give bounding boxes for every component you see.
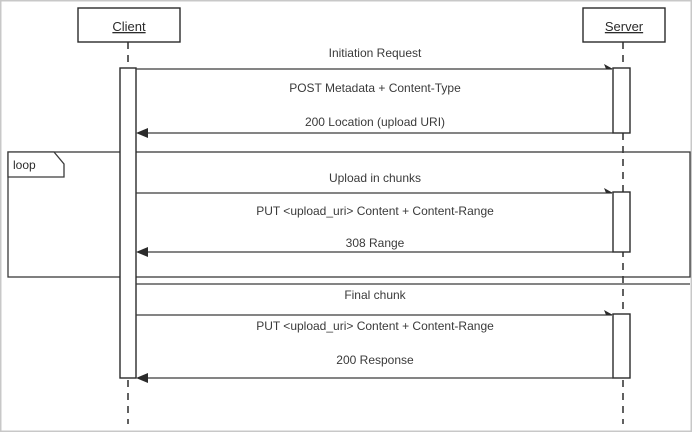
participant-label-client: Client bbox=[112, 19, 146, 34]
loop-fragment-label: loop bbox=[13, 158, 36, 172]
message-label-final-chunk: Final chunk bbox=[344, 288, 406, 302]
activation-bar-server-2 bbox=[612, 191, 631, 253]
activation-bar-server-3 bbox=[612, 313, 631, 379]
message-label-upload-in-chunks: Upload in chunks bbox=[329, 171, 421, 185]
message-label-initiation-request: Initiation Request bbox=[329, 46, 422, 60]
activation-bar-client bbox=[119, 67, 137, 379]
participant-box-client[interactable] bbox=[77, 7, 181, 43]
message-label-put-chunk: PUT <upload_uri> Content + Content-Range bbox=[256, 204, 494, 218]
participant-label-server: Server bbox=[605, 19, 644, 34]
arrowhead-200-location bbox=[136, 128, 148, 138]
arrowhead-200-response bbox=[136, 373, 148, 383]
message-label-post-metadata: POST Metadata + Content-Type bbox=[289, 81, 461, 95]
message-label-308-range: 308 Range bbox=[346, 236, 405, 250]
loop-fragment-box bbox=[7, 151, 691, 278]
activation-bar-server-1 bbox=[612, 67, 631, 134]
arrowhead-put-final-chunk bbox=[604, 310, 613, 315]
participant-box-server[interactable] bbox=[582, 7, 666, 43]
arrowhead-308-range bbox=[136, 247, 148, 257]
loop-fragment-tab bbox=[7, 151, 65, 178]
message-label-put-final-chunk: PUT <upload_uri> Content + Content-Range bbox=[256, 319, 494, 333]
arrowhead-post-metadata bbox=[604, 64, 613, 69]
message-label-200-response: 200 Response bbox=[336, 353, 414, 367]
message-label-200-location: 200 Location (upload URI) bbox=[305, 115, 445, 129]
arrowhead-put-chunk bbox=[604, 188, 613, 193]
